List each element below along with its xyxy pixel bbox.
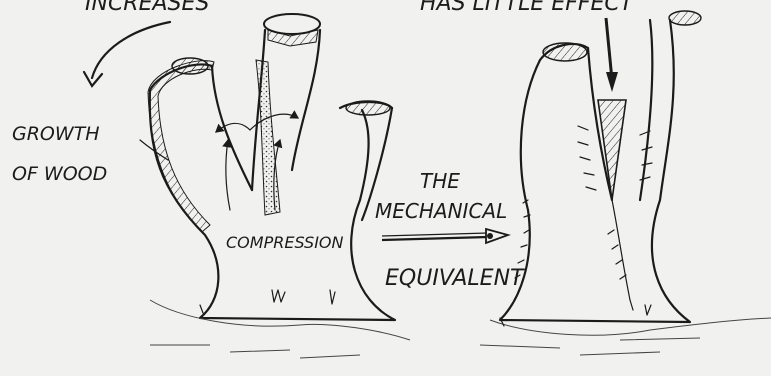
label-equivalent: EQUIVALENT [385, 266, 525, 291]
right-tree-stump [480, 11, 771, 355]
label-increases: INCREASES [85, 0, 209, 16]
label-growth-line1: GROWTH [12, 123, 100, 145]
arrow-icon [382, 229, 508, 243]
label-mechanical: MECHANICAL [375, 199, 507, 223]
label-has-little-effect: HAS LITTLE EFFECT [420, 0, 635, 16]
label-growth-line2: OF WOOD [12, 163, 107, 185]
label-compression: COMPRESSION [226, 233, 344, 252]
label-the: THE [420, 169, 460, 193]
wedge-icon [598, 18, 626, 200]
left-tree-stump [148, 14, 410, 358]
curved-arrow-icon [84, 22, 170, 86]
